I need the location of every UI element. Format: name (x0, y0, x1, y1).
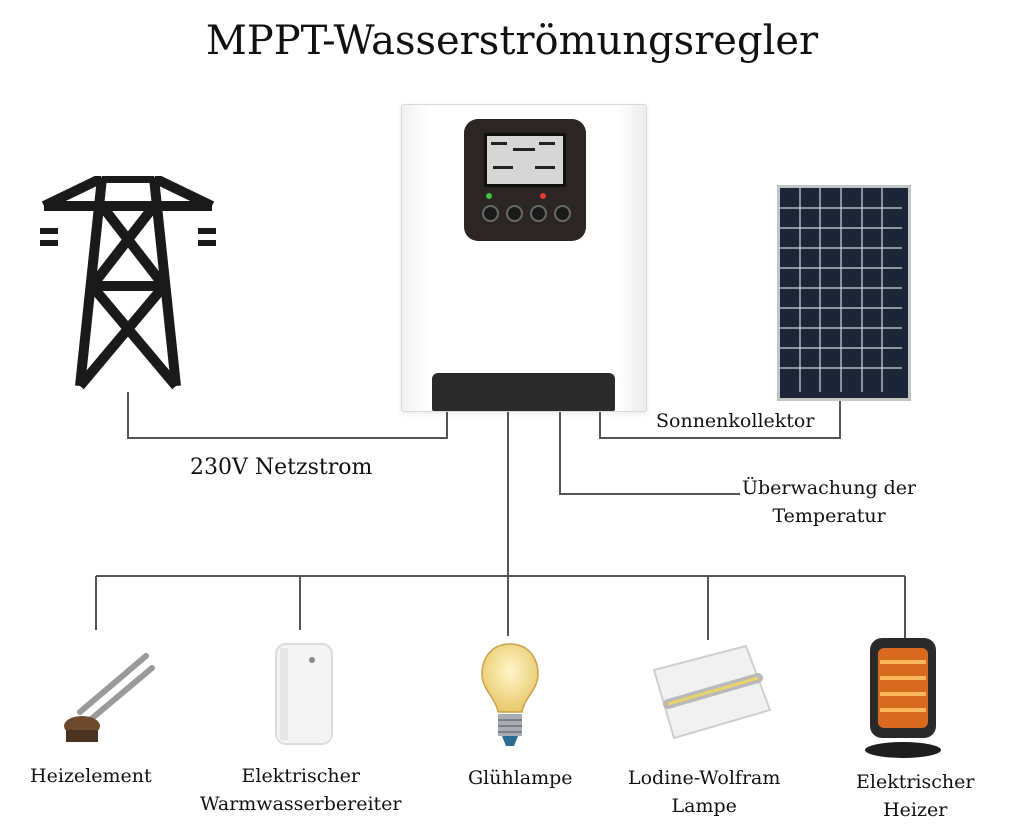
down-button[interactable] (530, 205, 547, 222)
mppt-controller (401, 104, 647, 412)
temperature-wire (559, 410, 740, 495)
load-label-line2: Warmwasserbereiter (200, 793, 402, 815)
load-label-line1: Heizelement (30, 765, 152, 787)
load-label-heating-element: Heizelement (30, 762, 152, 790)
solar-label: Sonnenkollektor (656, 410, 815, 432)
up-button[interactable] (506, 205, 523, 222)
page-title: MPPT-Wasserströmungsregler (205, 18, 819, 64)
light-bulb-icon (481, 643, 539, 746)
load-label-line1: Elektrischer (241, 765, 360, 787)
load-label-line2: Lampe (671, 795, 737, 817)
load-label-line1: Lodine-Wolfram (628, 767, 781, 789)
menu-button[interactable] (482, 205, 499, 222)
solar-wire (599, 395, 841, 439)
status-led-red (540, 193, 546, 199)
enter-button[interactable] (554, 205, 571, 222)
lcd-display (484, 133, 566, 187)
halogen-lamp-icon (652, 644, 772, 740)
water-heater-icon (275, 643, 333, 745)
temperature-label: Überwachung der Temperatur (742, 474, 916, 530)
power-tower-icon (40, 176, 216, 390)
grid-wire (127, 392, 448, 439)
load-label-line1: Glühlampe (468, 767, 573, 789)
load-label-line2: Heizer (883, 799, 948, 821)
temperature-label-line1: Überwachung der (742, 477, 917, 499)
load-label-line1: Elektrischer (856, 771, 975, 793)
control-panel (464, 119, 586, 241)
load-label-halogen-lamp: Lodine-Wolfram Lampe (628, 764, 780, 820)
temperature-label-line2: Temperatur (772, 505, 886, 527)
electric-heater-icon (865, 638, 941, 758)
load-label-light-bulb: Glühlampe (468, 764, 573, 792)
solar-panel-icon (777, 185, 911, 401)
status-led-green (486, 193, 492, 199)
heating-element-icon (64, 653, 155, 742)
grid-label: 230V Netzstrom (190, 455, 373, 480)
load-label-water-heater: Elektrischer Warmwasserbereiter (200, 762, 402, 818)
load-label-electric-heater: Elektrischer Heizer (856, 768, 974, 824)
terminal-cover (432, 373, 615, 411)
